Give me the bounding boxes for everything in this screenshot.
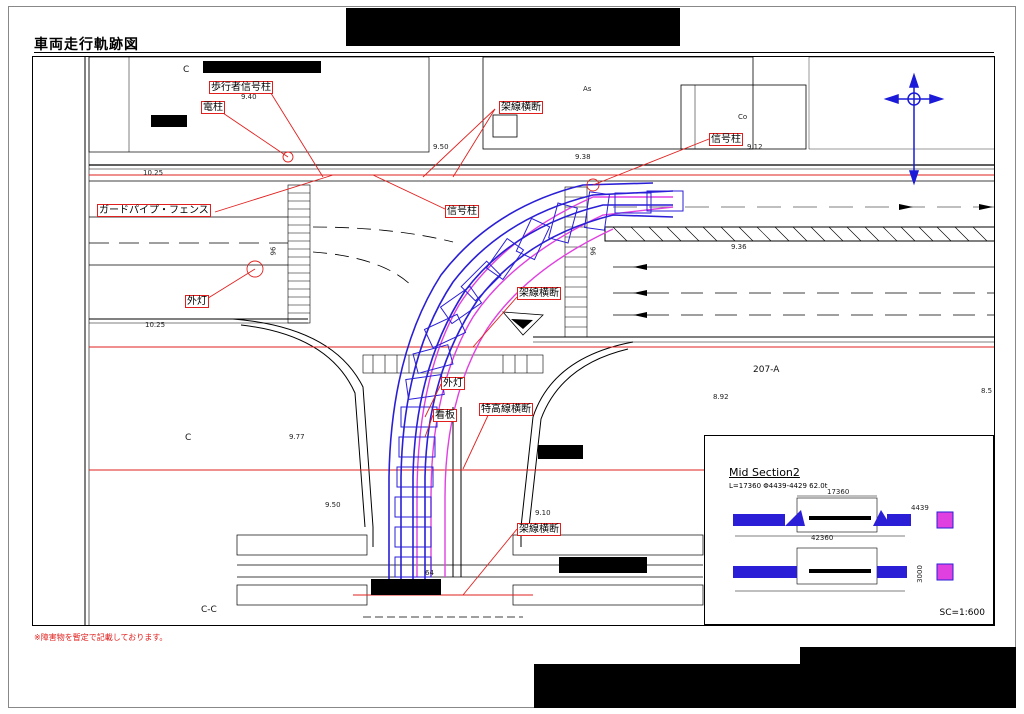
redacted-footer-1 bbox=[800, 647, 1016, 667]
label-96-left: 96 bbox=[269, 246, 278, 256]
inset-dim-4439: 4439 bbox=[911, 504, 929, 512]
level-940: 9.40 bbox=[241, 93, 257, 101]
compass bbox=[883, 72, 945, 186]
callout-overhead-line-1: 架線横断 bbox=[499, 101, 543, 114]
obstacle-note: ※障害物を暫定で記載しております。 bbox=[34, 633, 168, 642]
inset-scale: SC=1:600 bbox=[939, 608, 985, 618]
page-border bbox=[8, 6, 1016, 708]
mid-section-inset: Mid Section2 L=17360 Φ4439-4429 62.0t 17… bbox=[704, 435, 994, 625]
label-207a: 207-A bbox=[753, 365, 780, 375]
drawing-frame: 歩行者信号柱 電柱 架線横断 信号柱 ガードパイプ・フェンス 信号柱 外灯 架線… bbox=[32, 56, 995, 626]
inset-dim-17360: 17360 bbox=[827, 488, 850, 496]
level-936: 9.36 bbox=[731, 243, 747, 251]
redacted-label-right bbox=[538, 445, 583, 459]
callout-signal-pole-top: 信号柱 bbox=[709, 133, 743, 146]
callout-signboard: 看板 bbox=[433, 409, 457, 422]
redacted-label-top bbox=[203, 61, 321, 73]
site-plan bbox=[84, 57, 994, 625]
title-rule bbox=[34, 52, 994, 53]
label-as: As bbox=[583, 85, 592, 93]
inset-dim-3000: 3000 bbox=[915, 565, 924, 583]
level-892: 8.92 bbox=[713, 393, 729, 401]
level-1025-top: 10.25 bbox=[143, 169, 164, 177]
inset-title: Mid Section2 bbox=[729, 466, 800, 479]
callout-overhead-line-3: 架線横断 bbox=[517, 523, 561, 536]
label-co: Co bbox=[738, 113, 748, 121]
redacted-label-bottom-right bbox=[559, 557, 647, 573]
callout-utility-pole: 電柱 bbox=[201, 101, 225, 114]
callout-signal-pole-mid: 信号柱 bbox=[445, 205, 479, 218]
drawing-title: 車両走行軌跡図 bbox=[34, 37, 139, 53]
level-910: 9.10 bbox=[535, 509, 551, 517]
level-938: 9.38 bbox=[575, 153, 591, 161]
inset-dim-42360: 42360 bbox=[811, 534, 834, 542]
callout-special-high-voltage: 特高線横断 bbox=[479, 403, 533, 416]
redacted-label-left bbox=[151, 115, 187, 127]
level-950-low: 9.50 bbox=[325, 501, 341, 509]
callout-street-light-center: 外灯 bbox=[441, 377, 465, 390]
level-977: 9.77 bbox=[289, 433, 305, 441]
inset-diagram bbox=[733, 495, 954, 592]
level-950: 9.50 bbox=[433, 143, 449, 151]
inset-spec: L=17360 Φ4439-4429 62.0t bbox=[729, 482, 828, 490]
level-912: 9.12 bbox=[747, 143, 763, 151]
redacted-header bbox=[346, 8, 680, 46]
callout-street-light-left: 外灯 bbox=[185, 295, 209, 308]
label-c-mid: C bbox=[185, 433, 192, 443]
level-1025-mid: 10.25 bbox=[145, 321, 166, 329]
redacted-footer-2 bbox=[534, 664, 1016, 708]
label-c-c: C-C bbox=[201, 605, 217, 615]
label-96-right: 96 bbox=[589, 246, 598, 256]
level-85: 8.5 bbox=[981, 387, 993, 395]
label-c-top: C bbox=[183, 65, 190, 75]
callout-guard-pipe-fence: ガードパイプ・フェンス bbox=[97, 204, 211, 217]
callout-pedestrian-signal: 歩行者信号柱 bbox=[209, 81, 273, 94]
callout-overhead-line-2: 架線横断 bbox=[517, 287, 561, 300]
label-64: 64 bbox=[425, 569, 434, 577]
redacted-label-bottom-center bbox=[371, 579, 441, 595]
